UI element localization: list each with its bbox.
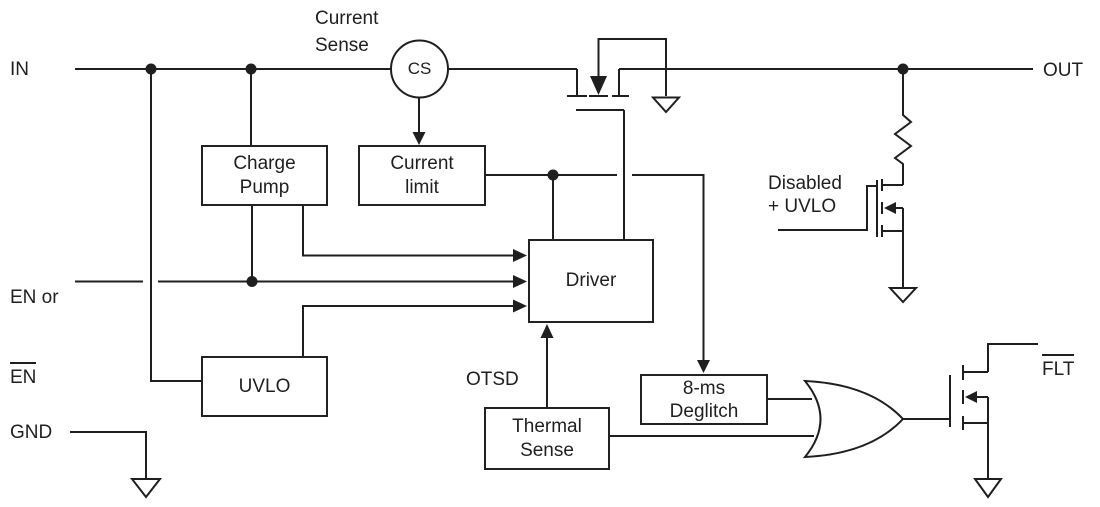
or-gate: [802, 379, 905, 459]
en-bar-text: EN: [10, 338, 59, 390]
flt-label: FLT: [1042, 330, 1075, 382]
charge-pump-to-driver-wire: [302, 205, 514, 257]
disabled-uvlo-label: Disabled + UVLO: [768, 173, 842, 217]
gnd-ground-symbol: [129, 478, 163, 499]
body-diode-arrow: [590, 76, 607, 95]
gnd-label: GND: [10, 422, 53, 443]
deglitch-block: 8-ms Deglitch: [640, 374, 768, 425]
flt-fet: [949, 343, 1038, 478]
pass-fet: [567, 38, 667, 111]
otsd-label: OTSD: [466, 369, 519, 390]
arrowheads: [412, 76, 977, 403]
cs-circle: [390, 39, 449, 99]
uvlo-block: UVLO: [201, 356, 328, 417]
thermal-sense-block: Thermal Sense: [484, 407, 610, 470]
uvlo-feed-wire: [150, 69, 203, 382]
current-sense-label: Current Sense: [315, 8, 379, 56]
cs-label: CS: [407, 58, 432, 78]
current-limit-block: Current limit: [358, 145, 486, 206]
uvlo-to-driver-wire: [302, 305, 514, 357]
pulldown-resistor: [893, 69, 913, 185]
junction-dots: [145, 63, 909, 287]
en-or-text: EN or: [10, 287, 59, 308]
driver-block: Driver: [528, 239, 654, 323]
gnd-wire: [70, 431, 147, 478]
flt-ground-symbol: [973, 478, 1003, 499]
pulldown-ground-symbol: [887, 287, 919, 304]
pulldown-fet: [778, 179, 904, 287]
in-label: IN: [10, 59, 29, 80]
pass-fet-ground-symbol: [650, 96, 682, 114]
en-label: EN or EN: [10, 262, 59, 414]
out-label: OUT: [1043, 60, 1084, 81]
flt-body-arrow: [965, 391, 977, 403]
charge-pump-block: Charge Pump: [201, 145, 328, 206]
pulldown-body-arrow: [884, 202, 896, 214]
